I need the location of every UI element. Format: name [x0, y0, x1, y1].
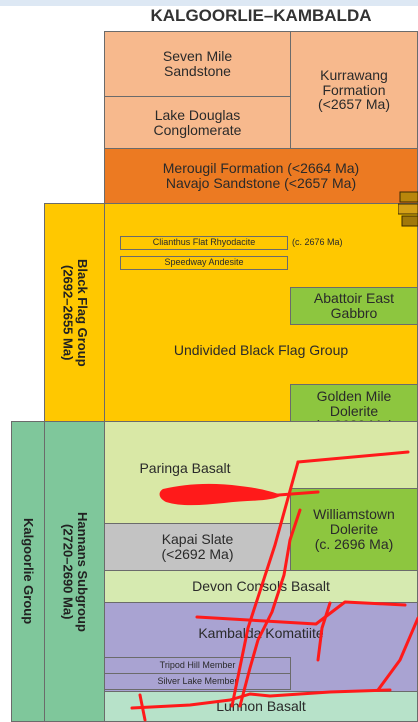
tripod-hill-label: Tripod Hill Member	[104, 657, 291, 674]
clianthus-label: Clianthus Flat Rhyodacite	[120, 236, 288, 250]
paringa-basalt-label: Paringa Basalt	[120, 458, 250, 478]
devon-consols-label: Devon Consols Basalt	[104, 570, 418, 603]
silver-lake-label: Silver Lake Member	[104, 673, 291, 690]
clianthus-age-label: (c. 2676 Ma)	[292, 236, 366, 250]
undivided-black-flag-label: Undivided Black Flag Group	[104, 330, 418, 370]
hannans-subgroup-label: Hannans Subgroup (2720–2690 Ma)	[44, 421, 105, 722]
kurrawang-label: Kurrawang Formation (<2657 Ma)	[290, 31, 418, 149]
page-title: KALGOORLIE–KAMBALDA	[104, 6, 418, 28]
merougil-label: Merougil Formation (<2664 Ma) Navajo San…	[104, 148, 418, 204]
abattoir-label: Abattoir East Gabbro	[290, 287, 418, 325]
kapai-slate-label: Kapai Slate (<2692 Ma)	[104, 523, 291, 571]
kambalda-komatiite-label: Kambalda Komatiite	[104, 618, 418, 648]
williamstown-label: Williamstown Dolerite (c. 2696 Ma)	[290, 488, 418, 571]
lunnon-basalt-label: Lunnon Basalt	[104, 691, 418, 722]
speedway-label: Speedway Andesite	[120, 256, 288, 270]
seven-mile-sandstone-label: Seven Mile Sandstone	[104, 31, 291, 97]
lake-douglas-label: Lake Douglas Conglomerate	[104, 96, 291, 149]
kalgoorlie-group-label: Kalgoorlie Group	[11, 421, 45, 722]
black-flag-group-label: Black Flag Group (2692–2655 Ma)	[44, 203, 105, 422]
gold-nugget-icon	[398, 188, 418, 232]
